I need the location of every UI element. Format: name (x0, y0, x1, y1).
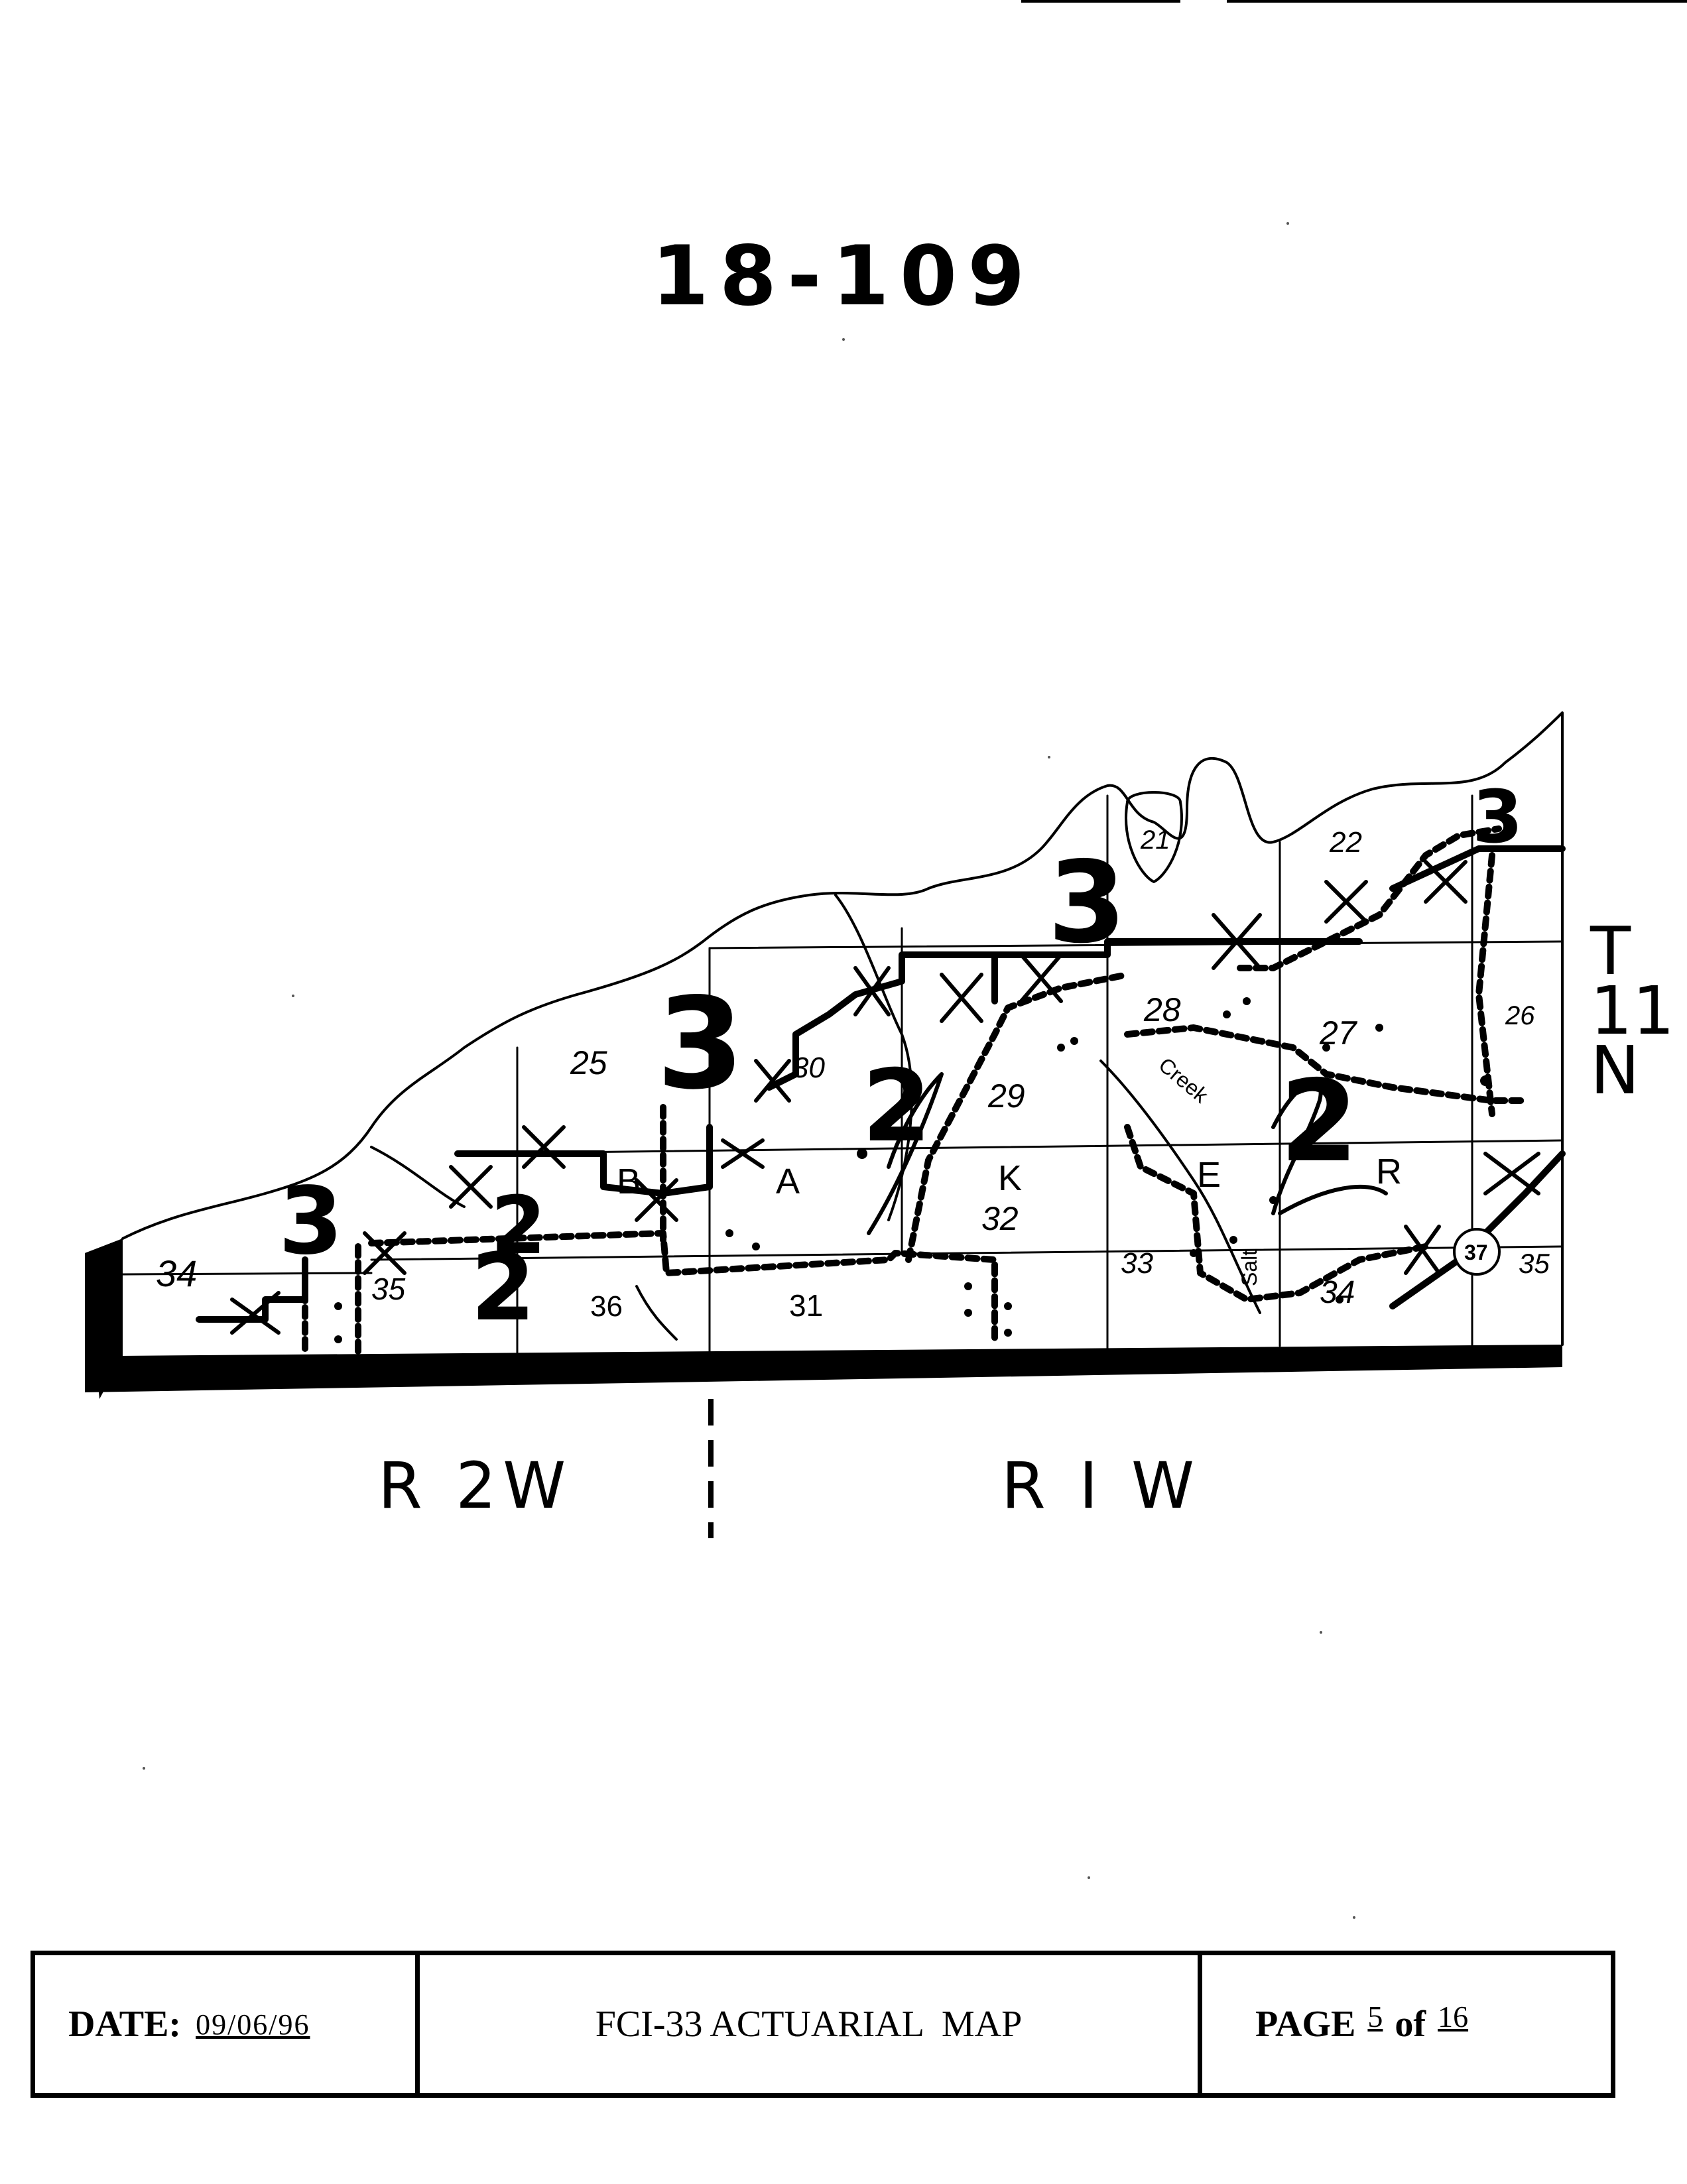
township-letter-a: A (776, 1162, 800, 1201)
township-edge-label: T 11 N (1590, 912, 1675, 1109)
township-letter-k: K (998, 1158, 1022, 1198)
scan-speck (1048, 756, 1050, 758)
section-number-28: 28 (1143, 991, 1181, 1028)
handwritten-mark-2-left: 2 (491, 1180, 546, 1272)
scan-speck (1320, 1631, 1322, 1634)
section-number-22: 22 (1329, 826, 1362, 859)
handwritten-mark-3-left: 3 (279, 1168, 343, 1276)
map-id-title: 18-109 (651, 229, 1036, 324)
handwritten-mark-3-center-left: 3 (656, 971, 744, 1117)
handwritten-mark-2-left-low: 2 (471, 1234, 535, 1342)
top-border-line-left (1021, 0, 1180, 3)
map-bottom-border (85, 1239, 1562, 1392)
scan-speck (292, 995, 294, 997)
section-number-31: 31 (789, 1288, 823, 1323)
footer-date-cell: DATE: 09/06/96 (35, 1955, 420, 2093)
section-number-34-left: 34 (156, 1252, 197, 1294)
section-number-29: 29 (987, 1077, 1025, 1115)
footer-title-cell: FCI-33 ACTUARIAL MAP (420, 1955, 1202, 2093)
section-number-35-right: 35 (1519, 1248, 1550, 1279)
handwritten-mark-2-center: 2 (862, 1049, 931, 1164)
section-number-33: 33 (1121, 1247, 1153, 1280)
handwritten-mark-3-right: 3 (1472, 774, 1523, 859)
scan-speck (842, 338, 845, 341)
page-current: 5 (1367, 1999, 1383, 2033)
creek-label: Creek (1155, 1053, 1214, 1108)
section-number-32: 32 (981, 1200, 1019, 1237)
county-outline (121, 711, 1564, 1346)
section-number-21: 21 (1140, 825, 1170, 855)
page-of-label: of (1395, 2004, 1426, 2045)
page-label: PAGE (1255, 2004, 1356, 2045)
highway-shield-37 (1453, 1228, 1501, 1276)
date-value: 09/06/96 (196, 2008, 310, 2041)
range-divider-line (708, 1399, 714, 1538)
scan-speck (143, 1767, 145, 1770)
range-label-r1w: R I W (1001, 1449, 1201, 1523)
river-label: Salt (1237, 1250, 1261, 1286)
scan-speck (1353, 1916, 1355, 1919)
highway-shield-37-label: 37 (1464, 1241, 1488, 1264)
township-letter-b: B (617, 1162, 641, 1201)
scan-speck (1286, 222, 1289, 225)
section-number-35-left: 35 (371, 1272, 406, 1306)
property-lines (196, 845, 1566, 1323)
map-left-shadow (85, 1239, 123, 1399)
footer-page-cell: PAGE 5 of 16 (1202, 1955, 1611, 2093)
section-number-30: 30 (792, 1052, 825, 1084)
section-number-36: 36 (590, 1290, 623, 1323)
map-title: FCI-33 ACTUARIAL MAP (595, 2004, 1023, 2045)
top-border-line-right (1227, 0, 1687, 3)
handwritten-strokes (867, 1072, 1388, 1235)
handwritten-x-marks (230, 860, 1540, 1335)
footer-table: DATE: 09/06/96 FCI-33 ACTUARIAL MAP PAGE… (31, 1951, 1615, 2098)
date-label: DATE: (68, 2004, 182, 2045)
section-number-25: 25 (570, 1044, 607, 1081)
scan-speck (1088, 1876, 1090, 1879)
township-letter-r: R (1376, 1152, 1402, 1191)
section-number-27: 27 (1319, 1014, 1358, 1052)
handwritten-mark-2-right: 2 (1280, 1056, 1358, 1187)
highway-shield-21 (1125, 791, 1183, 883)
township-letter-e: E (1197, 1155, 1221, 1195)
map-dots (334, 997, 1491, 1343)
section-number-34-right: 34 (1320, 1275, 1355, 1310)
section-number-26: 26 (1505, 1001, 1535, 1030)
page-total: 16 (1438, 1999, 1469, 2033)
range-label-r2w: R 2W (378, 1449, 573, 1523)
handwritten-mark-3-center: 3 (1048, 837, 1126, 969)
